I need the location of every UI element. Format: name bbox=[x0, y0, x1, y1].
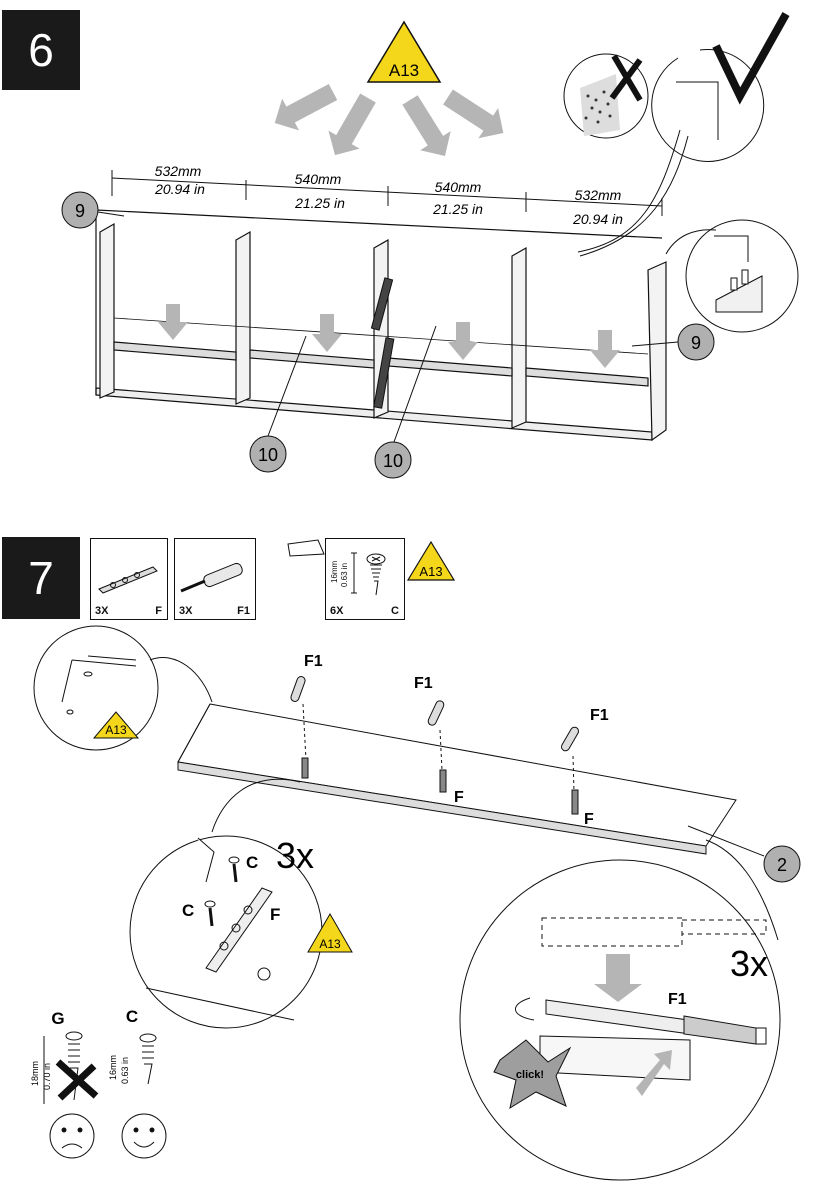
svg-text:9: 9 bbox=[75, 201, 85, 221]
label-f: F bbox=[454, 789, 464, 806]
detail-circle-latch: click! bbox=[459, 839, 781, 1181]
detail-circle-right bbox=[577, 12, 790, 257]
step-7-number: 7 bbox=[28, 552, 54, 604]
click-burst-icon bbox=[493, 1039, 572, 1110]
part-c-code: C bbox=[391, 605, 399, 617]
drawer-runner-group bbox=[370, 277, 395, 409]
screw-compare-wrong: G 18mm 0.70 in bbox=[30, 1009, 99, 1159]
step6-warning-label: A13 bbox=[389, 61, 419, 80]
svg-text:C: C bbox=[126, 1007, 138, 1026]
part-card-f1: 3X F1 bbox=[174, 538, 256, 620]
screw-compare-right: C 16mm 0.63 in bbox=[108, 1007, 167, 1159]
dim-1-in: 20.94 in bbox=[154, 181, 205, 197]
step-6-number: 6 bbox=[28, 24, 54, 76]
label-f: F bbox=[270, 905, 280, 924]
label-f: F bbox=[584, 811, 594, 828]
dimension-lines bbox=[111, 170, 663, 216]
dim-4-mm: 532mm bbox=[575, 187, 622, 203]
svg-text:A13: A13 bbox=[105, 723, 127, 737]
svg-text:9: 9 bbox=[691, 333, 701, 353]
down-arrow-icon bbox=[594, 954, 642, 1002]
label-c: C bbox=[182, 901, 194, 920]
label-f1: F1 bbox=[414, 675, 433, 692]
callout-2: 2 bbox=[687, 825, 801, 883]
warning-triangle-icon: A13 bbox=[366, 20, 442, 83]
times-3x: 3x bbox=[276, 835, 314, 876]
svg-text:10: 10 bbox=[383, 451, 403, 471]
cross-icon bbox=[609, 54, 643, 102]
latch-f1-2 bbox=[427, 700, 447, 793]
svg-text:0.63 in: 0.63 in bbox=[120, 1057, 130, 1084]
happy-face-icon bbox=[121, 1113, 167, 1159]
step-7-badge: 7 bbox=[2, 537, 80, 619]
dim-1-mm: 532mm bbox=[155, 163, 202, 179]
rotate-arrow-icon bbox=[515, 997, 535, 1021]
svg-text:0.70 in: 0.70 in bbox=[42, 1063, 52, 1090]
label-f1: F1 bbox=[668, 991, 687, 1008]
click-label: click! bbox=[516, 1069, 544, 1081]
detail-circle-pins bbox=[665, 219, 799, 333]
label-c: C bbox=[246, 853, 258, 872]
dim-2-mm: 540mm bbox=[295, 171, 342, 187]
svg-text:G: G bbox=[51, 1009, 64, 1028]
part-f-code: F bbox=[155, 605, 162, 617]
part-c-qty: 6X bbox=[330, 605, 344, 617]
times-3x: 3x bbox=[730, 943, 768, 984]
screw-icon bbox=[351, 552, 386, 596]
svg-text:A13: A13 bbox=[319, 937, 341, 951]
latch-f1-3 bbox=[561, 726, 579, 815]
part-f1-qty: 3X bbox=[179, 605, 193, 617]
svg-text:16mm: 16mm bbox=[108, 1055, 118, 1080]
detail-circle-bracket: A13 bbox=[129, 778, 353, 1029]
part-card-f: 3X F bbox=[90, 538, 168, 620]
push-arrow-icon bbox=[636, 1050, 672, 1096]
latch-f1-1 bbox=[290, 676, 309, 779]
label-f1: F1 bbox=[590, 707, 609, 724]
arrow-icon bbox=[266, 76, 342, 139]
screw-icon bbox=[228, 856, 240, 883]
cross-icon bbox=[55, 1059, 99, 1101]
panel-2 bbox=[177, 703, 737, 855]
hardware-bag-icon bbox=[287, 539, 325, 557]
dim-3-mm: 540mm bbox=[435, 179, 482, 195]
push-latch-icon bbox=[180, 562, 243, 593]
sad-face-icon bbox=[49, 1113, 95, 1159]
svg-text:2: 2 bbox=[777, 855, 787, 875]
callout-10-b: 10 bbox=[374, 325, 437, 479]
screwdriver-icon bbox=[197, 837, 215, 883]
dim-2-in: 21.25 in bbox=[294, 195, 345, 211]
callout-10-a: 10 bbox=[249, 335, 307, 473]
part-f-qty: 3X bbox=[95, 605, 109, 617]
part-card-c: 16mm 0.63 in 6X C bbox=[325, 538, 405, 620]
callout-9-right: 9 bbox=[631, 323, 715, 361]
svg-text:18mm: 18mm bbox=[30, 1061, 40, 1086]
dim-3-in: 21.25 in bbox=[432, 201, 483, 217]
screw-icon bbox=[204, 900, 216, 927]
arrow-icon bbox=[438, 81, 514, 149]
svg-text:A13: A13 bbox=[419, 564, 442, 579]
warning-triangle-icon: A13 bbox=[406, 540, 456, 581]
step-6-badge: 6 bbox=[2, 10, 80, 90]
callout-9-left: 9 bbox=[61, 191, 125, 229]
detail-circle-corner: A13 bbox=[33, 625, 213, 751]
down-arrows bbox=[158, 304, 620, 368]
part-f1-code: F1 bbox=[237, 605, 250, 617]
svg-text:10: 10 bbox=[258, 445, 278, 465]
dim-4-in: 20.94 in bbox=[572, 211, 623, 227]
checkmark-icon bbox=[712, 12, 790, 105]
detail-circle-wrong bbox=[563, 53, 649, 139]
label-f1: F1 bbox=[304, 653, 323, 670]
bracket-icon bbox=[98, 566, 158, 594]
